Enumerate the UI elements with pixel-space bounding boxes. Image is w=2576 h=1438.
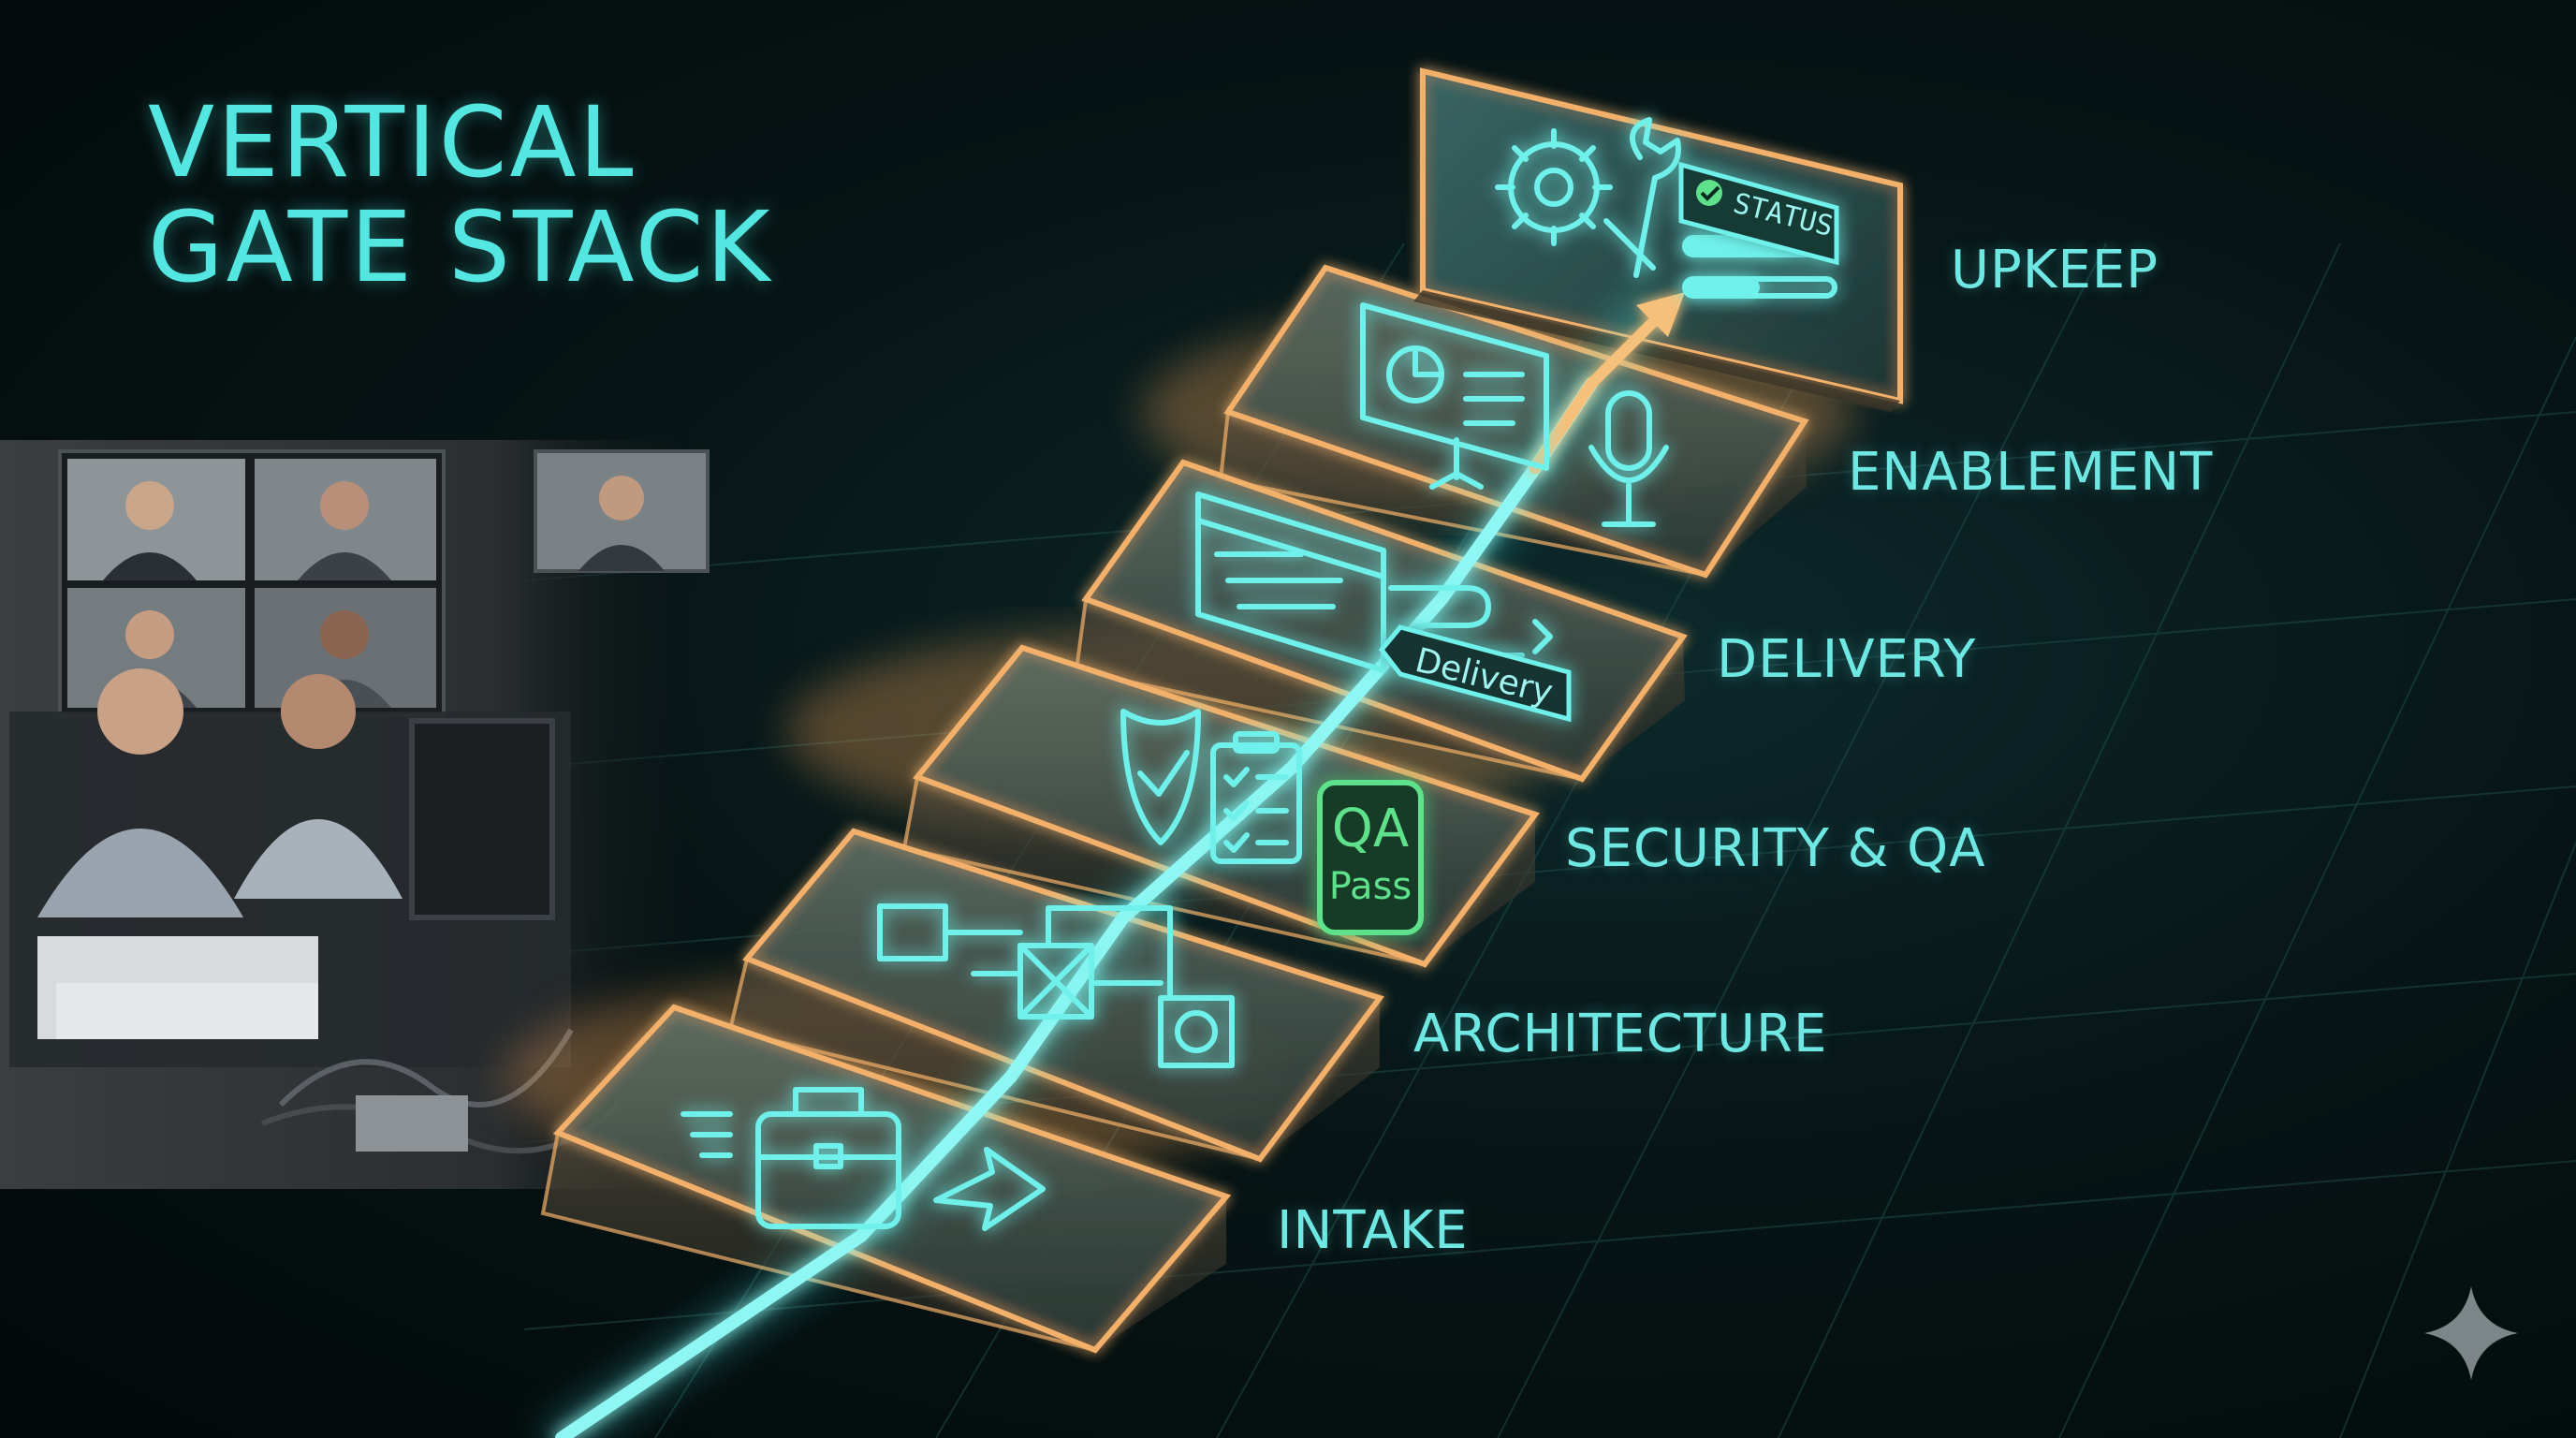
presentation-board-icon (1360, 302, 1549, 490)
check-circle-icon (1696, 180, 1722, 206)
qa-badge-line1: QA (1332, 799, 1409, 859)
stressed-office-team (9, 668, 621, 1154)
architecture-diagram-icon (877, 903, 1235, 1068)
checklist-icon (1210, 731, 1302, 864)
briefcase-icon (755, 1087, 901, 1229)
gate-upkeep-panel (1413, 67, 1903, 412)
gate-intake (540, 1004, 1232, 1354)
title-line-1: VERTICAL (148, 85, 637, 199)
stage-label-delivery: DELIVERY (1717, 629, 1977, 690)
page-title: VERTICAL GATE STACK (148, 90, 773, 300)
gear-wrench-icon (1495, 117, 1681, 278)
speed-lines-icon (681, 1111, 733, 1158)
shield-check-icon (1120, 709, 1201, 845)
microphone-icon (1588, 390, 1669, 527)
title-line-2: GATE STACK (148, 190, 773, 304)
stage-label-architecture: ARCHITECTURE (1413, 1004, 1828, 1064)
qa-pass-badge: QA Pass (1317, 780, 1424, 935)
stage-label-enablement: ENABLEMENT (1848, 442, 2214, 503)
stage-label-upkeep: UPKEEP (1951, 240, 2159, 301)
single-video-tile (534, 449, 710, 573)
stage-label-intake: INTAKE (1277, 1200, 1469, 1261)
video-call-grid (58, 449, 446, 717)
sparkle-icon (2424, 1286, 2518, 1380)
progress-path (546, 292, 1685, 1438)
stage-label-security-qa: SECURITY & QA (1565, 818, 1986, 879)
arrow-icon (933, 1147, 1046, 1231)
code-window-icon (1195, 492, 1386, 673)
qa-badge-line2: Pass (1329, 865, 1412, 908)
path-arrowhead-icon (1636, 292, 1685, 337)
